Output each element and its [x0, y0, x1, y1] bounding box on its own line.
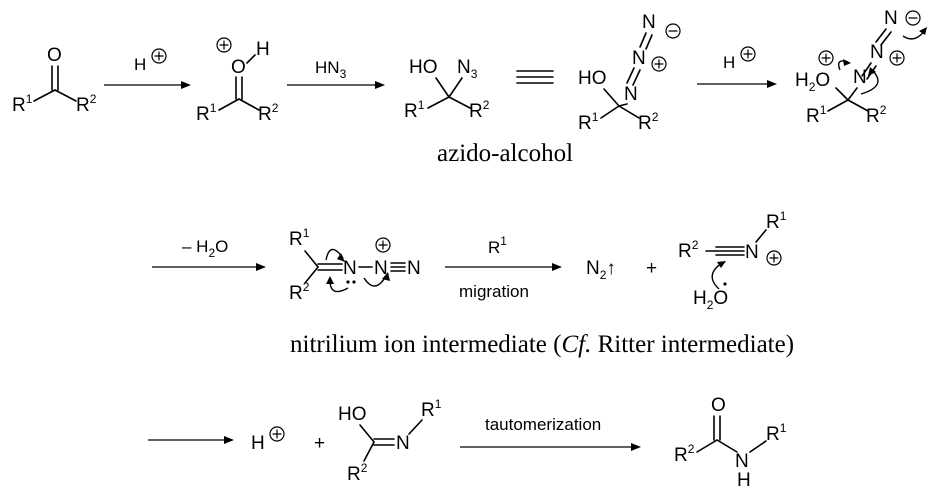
atom-n-central: N — [632, 48, 646, 69]
atom-n-terminal: N — [884, 8, 898, 29]
atom-r2: R2 — [469, 98, 490, 122]
atom-n-alpha: N — [624, 84, 638, 105]
reaction-arrow-hydrazoic-acid: HN3 — [287, 58, 385, 89]
atom-n3: N3 — [457, 57, 478, 81]
atom-n-terminal: N — [642, 12, 656, 33]
arrow-label-tautomerization: tautomerization — [485, 415, 601, 434]
caption-nitrilium-intermediate: nitrilium ion intermediate (Cf. Ritter i… — [290, 331, 794, 358]
azido-alcohol-molecule: HO N3 R1 R2 — [404, 57, 490, 122]
atom-r1: R1 — [404, 98, 425, 122]
atom-n-alpha: N — [853, 67, 867, 88]
atom-ho: HO — [578, 68, 607, 89]
reaction-arrow-protonation: H — [104, 48, 191, 89]
atom-r1: R1 — [766, 421, 787, 445]
atom-h2o: H2O — [795, 70, 830, 94]
arrow-label-h: H — [134, 55, 146, 74]
atom-h2o: H2O — [693, 288, 728, 312]
atom-r1: R1 — [289, 226, 310, 250]
amide-product-molecule: O R2 N H R1 — [674, 395, 787, 491]
reaction-arrow-deprotonation — [148, 436, 234, 444]
atom-n: N — [396, 433, 410, 454]
arrow-label-h: H — [723, 53, 735, 72]
atom-n-diazo: N — [374, 258, 388, 279]
atom-r1: R1 — [766, 209, 787, 233]
arrow-head-icon — [256, 263, 266, 271]
atom-r2: R2 — [674, 442, 695, 466]
atom-h: H — [256, 39, 270, 60]
atom-r1: R1 — [578, 110, 599, 134]
arrow-head-icon — [552, 263, 562, 271]
atom-r2: R2 — [866, 103, 887, 127]
ketone-molecule: O R1 R2 — [12, 45, 97, 116]
atom-r2: R2 — [258, 101, 279, 125]
nitrogen-gas-product: N2↑ — [586, 258, 616, 282]
nitrilium-ion-molecule: R2 N R1 H2O — [678, 209, 787, 312]
atom-r2: R2 — [76, 92, 97, 116]
atom-r1: R1 — [806, 103, 827, 127]
atom-ho: HO — [409, 57, 438, 78]
arrow-head-icon — [631, 443, 641, 451]
protonated-ketone-molecule: O H R1 R2 — [196, 37, 279, 125]
imidic-acid-molecule: HO N R1 R2 — [338, 397, 442, 485]
caption-azido-alcohol: azido-alcohol — [437, 140, 573, 167]
atom-r2: R2 — [638, 110, 659, 134]
atom-r1: R1 — [196, 101, 217, 125]
plus-sign: + — [646, 258, 657, 279]
reaction-arrow-protonation-2: H — [697, 46, 777, 88]
arrow-head-icon — [181, 81, 191, 89]
atom-n-terminal: N — [407, 258, 421, 279]
atom-n: N — [745, 242, 759, 263]
equivalence-symbol — [516, 70, 554, 84]
arrow-label-migration: migration — [459, 282, 529, 301]
atom-o: O — [711, 395, 726, 416]
atom-r2: R2 — [289, 280, 310, 304]
arrow-head-icon — [375, 81, 385, 89]
reaction-arrow-tautomerization: tautomerization — [460, 415, 641, 451]
atom-r2: R2 — [678, 238, 699, 262]
atom-r1: R1 — [421, 397, 442, 421]
svg-text:N2↑: N2↑ — [586, 258, 616, 282]
atom-r1: R1 — [12, 92, 33, 116]
reaction-arrow-dehydration: – H2O — [152, 237, 266, 271]
reaction-arrow-migration: R1 migration — [445, 234, 562, 301]
proton-product: H — [251, 426, 285, 454]
atom-n: N — [735, 451, 749, 472]
atom-h: H — [251, 433, 265, 454]
atom-r2: R2 — [347, 461, 368, 485]
atom-o: O — [231, 57, 246, 78]
atom-ho: HO — [338, 404, 367, 425]
plus-sign: + — [314, 433, 325, 454]
azido-alcohol-expanded-molecule: N N N HO R1 R2 — [578, 12, 681, 134]
svg-text:HN3: HN3 — [315, 58, 347, 81]
svg-text:R1: R1 — [488, 234, 507, 257]
arrow-head-icon — [767, 80, 777, 88]
svg-text:– H2O: – H2O — [182, 237, 228, 260]
atom-n-central: N — [870, 42, 884, 63]
arrow-head-icon — [224, 436, 234, 444]
atom-h: H — [737, 470, 751, 491]
imino-diazonium-molecule: R1 R2 N N N — [289, 226, 421, 304]
atom-o: O — [47, 45, 62, 66]
protonated-azido-alcohol-molecule: N N N H2O R1 R2 — [795, 8, 927, 127]
atom-n-imine: N — [343, 258, 357, 279]
